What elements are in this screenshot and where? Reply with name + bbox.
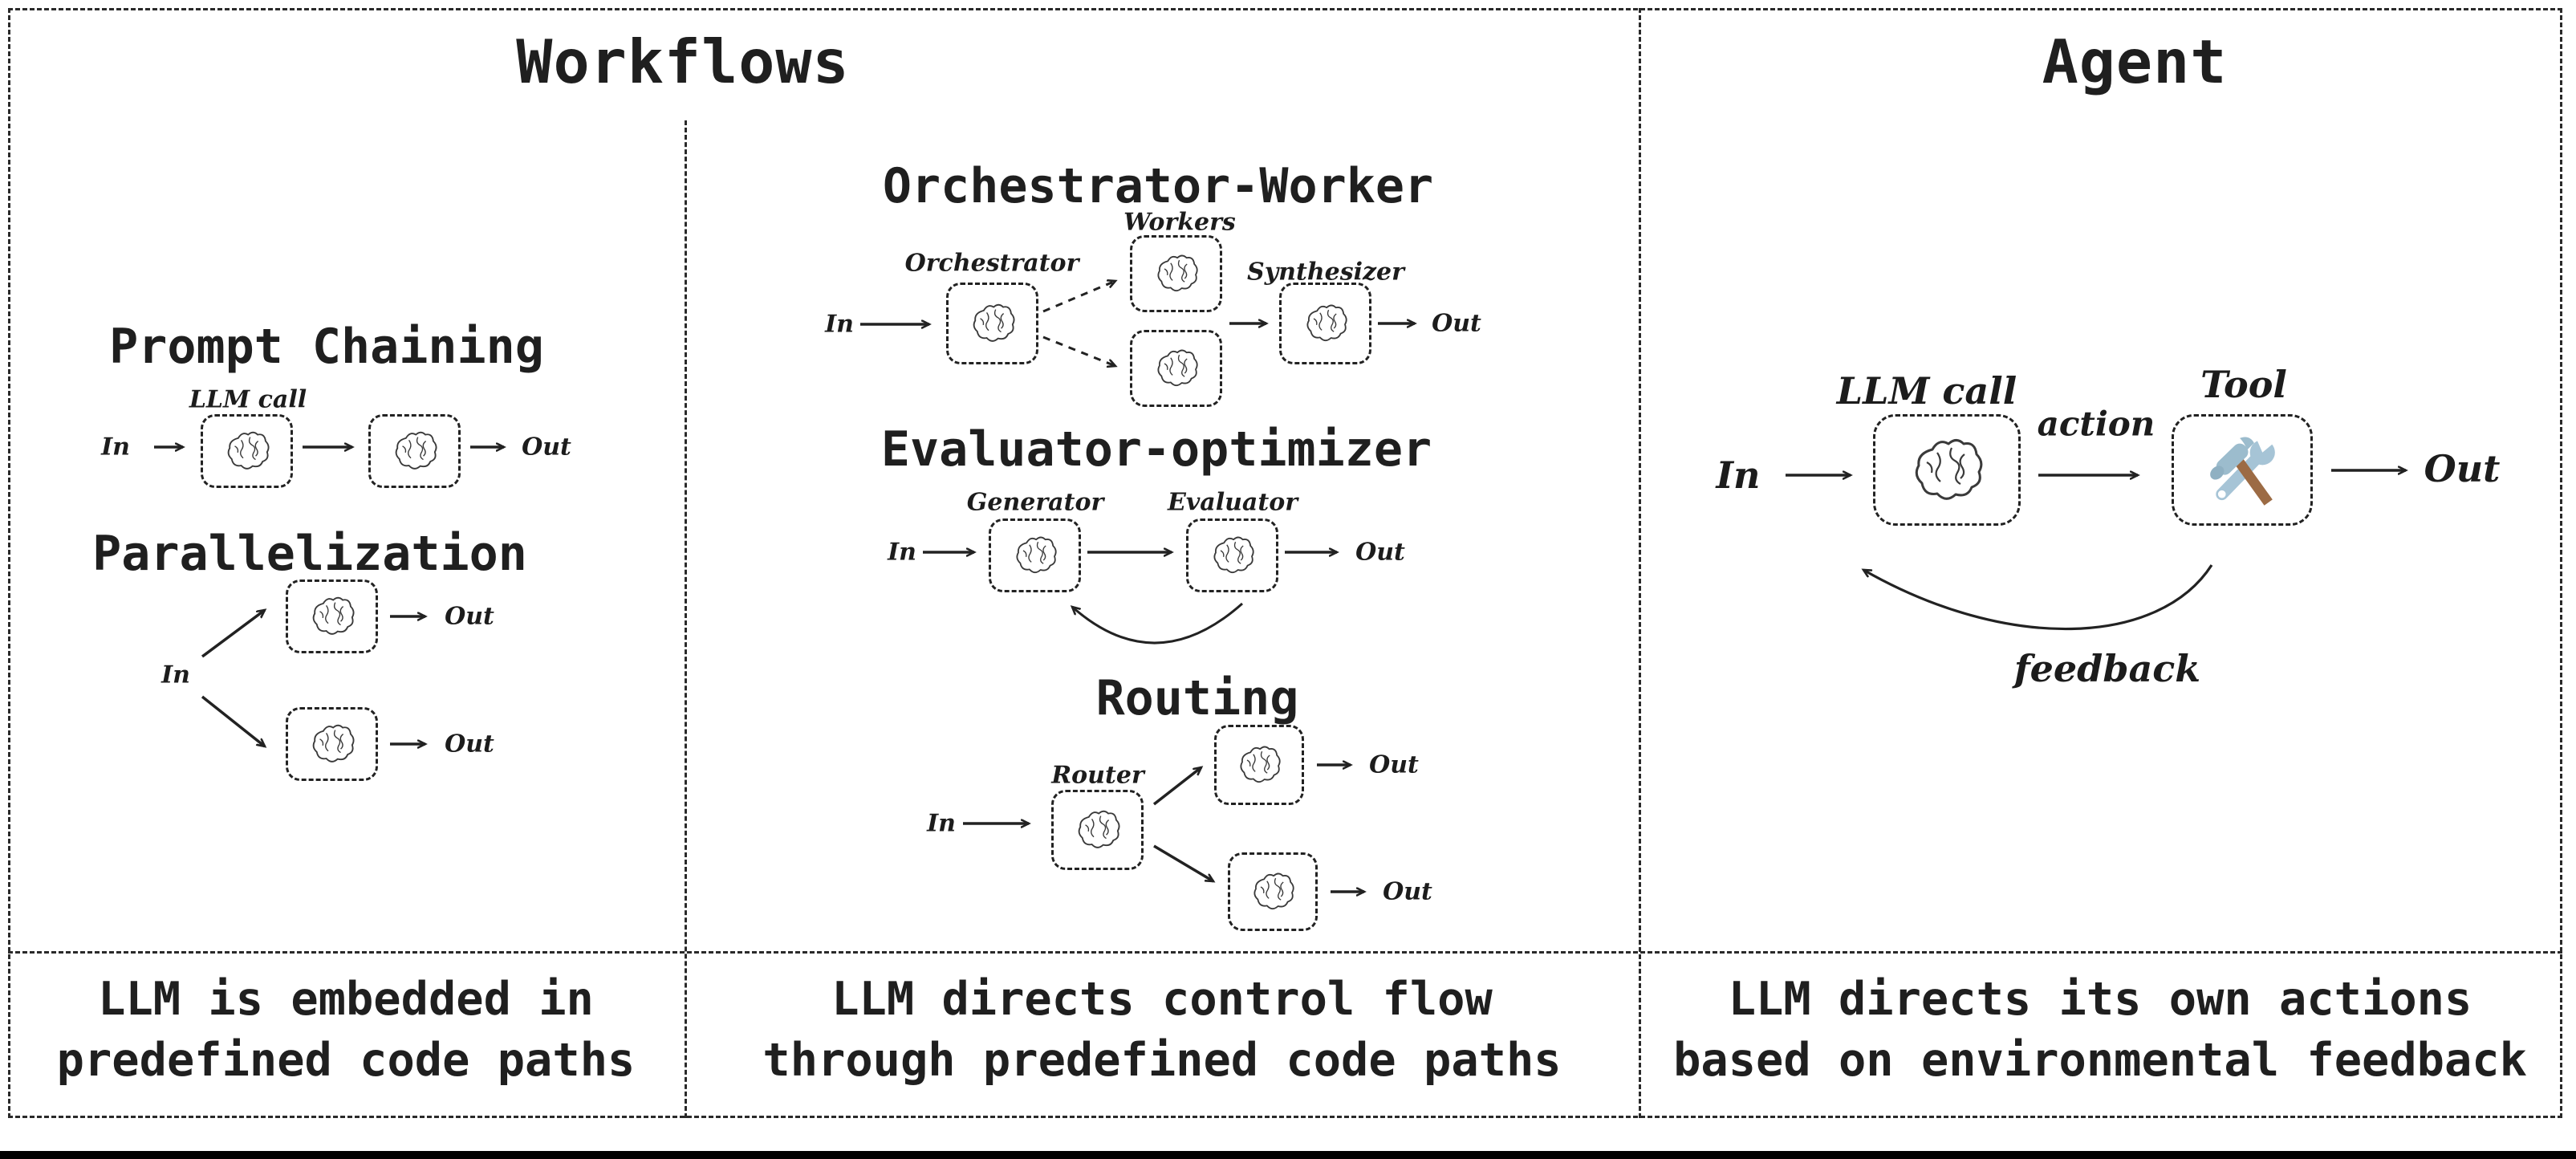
llm-box bbox=[1873, 414, 2021, 526]
out-label: Out bbox=[445, 602, 494, 631]
brain-icon bbox=[1302, 299, 1350, 348]
brain-icon bbox=[1209, 531, 1257, 580]
agent-title: Agent bbox=[2042, 26, 2228, 97]
in-label: In bbox=[825, 310, 854, 339]
workflows-caption-2: LLM directs control flow through predefi… bbox=[762, 969, 1561, 1091]
caption-line: based on environmental feedback bbox=[1673, 1034, 2527, 1087]
brain-icon bbox=[1235, 741, 1283, 789]
brain-icon bbox=[1152, 344, 1201, 392]
route-target-box bbox=[1214, 725, 1304, 805]
caption-line: predefined code paths bbox=[56, 1034, 636, 1087]
workflows-column-divider bbox=[685, 120, 687, 1118]
llm-box bbox=[368, 414, 461, 488]
brain-icon bbox=[307, 719, 357, 769]
brain-icon bbox=[1907, 430, 1987, 510]
agent-panel-divider bbox=[1639, 8, 1641, 1118]
llm-box bbox=[286, 707, 378, 781]
orchestrator-worker-heading: Orchestrator-Worker bbox=[882, 158, 1434, 214]
in-label: In bbox=[1716, 453, 1761, 497]
orchestrator-box bbox=[946, 283, 1038, 364]
llm-call-label: LLM call bbox=[1836, 369, 2017, 413]
router-label: Router bbox=[1051, 761, 1144, 790]
llm-box bbox=[201, 414, 293, 488]
brain-icon bbox=[1249, 868, 1297, 916]
out-label: Out bbox=[1355, 538, 1405, 567]
routing-heading: Routing bbox=[1095, 670, 1299, 726]
prompt-chaining-heading: Prompt Chaining bbox=[109, 319, 544, 375]
parallelization-heading: Parallelization bbox=[92, 526, 527, 582]
in-label: In bbox=[888, 538, 916, 567]
hammer-wrench-icon bbox=[2200, 429, 2284, 512]
router-box bbox=[1051, 790, 1144, 870]
route-target-box bbox=[1228, 852, 1318, 931]
brain-icon bbox=[390, 426, 440, 476]
out-label: Out bbox=[445, 730, 494, 758]
orchestrator-label: Orchestrator bbox=[904, 249, 1079, 278]
caption-line: LLM is embedded in bbox=[98, 973, 594, 1026]
evaluator-optimizer-heading: Evaluator-optimizer bbox=[880, 421, 1432, 478]
in-label: In bbox=[101, 433, 130, 462]
brain-icon bbox=[1073, 805, 1123, 855]
brain-icon bbox=[968, 299, 1018, 348]
synthesizer-label: Synthesizer bbox=[1247, 258, 1404, 287]
in-label: In bbox=[161, 661, 190, 689]
brain-icon bbox=[1152, 250, 1201, 298]
brain-icon bbox=[307, 592, 357, 641]
caption-line: LLM directs its own actions bbox=[1728, 973, 2472, 1026]
in-label: In bbox=[927, 809, 956, 838]
bottom-black-bar bbox=[0, 1151, 2576, 1159]
caption-line: LLM directs control flow bbox=[831, 973, 1493, 1026]
synthesizer-box bbox=[1279, 283, 1371, 364]
tool-label: Tool bbox=[2200, 363, 2287, 406]
action-label: action bbox=[2037, 404, 2155, 444]
evaluator-label: Evaluator bbox=[1167, 488, 1298, 517]
brain-icon bbox=[222, 426, 272, 476]
workflows-title: Workflows bbox=[516, 26, 850, 97]
caption-row-divider bbox=[8, 951, 2562, 954]
out-label: Out bbox=[2424, 447, 2501, 490]
out-label: Out bbox=[1432, 309, 1481, 338]
worker-box bbox=[1130, 235, 1222, 312]
workflows-caption-1: LLM is embedded in predefined code paths bbox=[57, 969, 636, 1091]
out-label: Out bbox=[1383, 877, 1432, 906]
agent-caption: LLM directs its own actions based on env… bbox=[1673, 969, 2527, 1091]
out-label: Out bbox=[522, 433, 571, 462]
worker-box bbox=[1130, 330, 1222, 407]
generator-label: Generator bbox=[966, 488, 1104, 517]
generator-box bbox=[989, 518, 1081, 592]
tool-box bbox=[2172, 414, 2313, 526]
out-label: Out bbox=[1369, 750, 1419, 779]
brain-icon bbox=[1011, 531, 1059, 580]
feedback-label: feedback bbox=[2013, 647, 2201, 690]
caption-line: through predefined code paths bbox=[762, 1034, 1562, 1087]
outer-panel-border bbox=[8, 8, 2562, 1118]
llm-call-label: LLM call bbox=[189, 385, 307, 414]
workers-label: Workers bbox=[1123, 208, 1236, 237]
llm-box bbox=[286, 580, 378, 653]
evaluator-box bbox=[1186, 518, 1278, 592]
